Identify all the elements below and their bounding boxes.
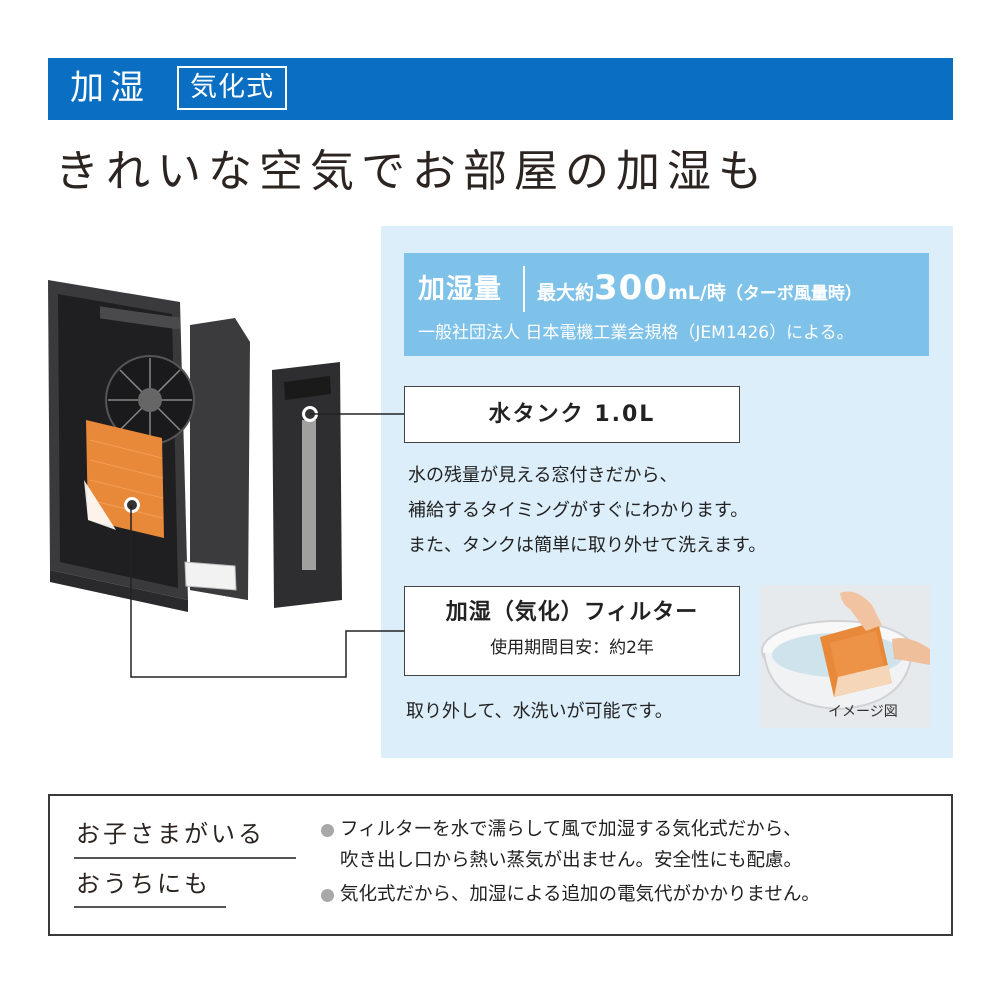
- method-badge: 気化式: [177, 66, 287, 110]
- tank-desc-line: 補給するタイミングがすぐにわかります。: [408, 500, 749, 521]
- image-caption: イメージ図: [828, 704, 898, 720]
- filter-lifespan: 使用期間目安：約2年: [490, 638, 654, 658]
- spec-label: 加湿量: [418, 274, 502, 305]
- bullet-dot-icon: [321, 889, 334, 902]
- heading-underline: [74, 857, 296, 859]
- spec-divider: [523, 266, 525, 312]
- spec-unit: mL/時: [668, 282, 726, 304]
- spec-standard-note: 一般社団法人 日本電機工業会規格（JEM1426）による。: [418, 323, 854, 343]
- spec-value: 最大約300mL/時（ターボ風量時）: [537, 262, 862, 320]
- spec-prefix: 最大約: [537, 282, 595, 304]
- bullet-text: 気化式だから、加湿による追加の電気代がかかりません。: [340, 884, 820, 905]
- filter-label-box: [404, 586, 740, 676]
- air-purifier-illustration: [48, 280, 342, 612]
- bullet-dot-icon: [321, 824, 334, 837]
- water-tank-label: 水タンク 1.0L: [488, 402, 656, 427]
- tank-desc-line: 水の残量が見える窓付きだから、: [408, 465, 678, 486]
- humidification-spec-box: [404, 253, 929, 356]
- spec-note: （ターボ風量時）: [725, 284, 862, 304]
- bullet-text: フィルターを水で濡らして風で加湿する気化式だから、: [340, 819, 802, 840]
- spec-number: 300: [594, 268, 668, 308]
- water-tank-description: 水の残量が見える窓付きだから、 補給するタイミングがすぐにわかります。 また、タ…: [408, 458, 766, 563]
- kids-heading-line1: お子さまがいる: [76, 820, 265, 848]
- filter-label: 加湿（気化）フィルター: [445, 600, 699, 625]
- filter-washing-image: [760, 585, 930, 728]
- water-tank-label-box: [404, 386, 740, 443]
- heading-underline: [74, 906, 226, 908]
- tank-desc-line: また、タンクは簡単に取り外せて洗えます。: [408, 535, 767, 556]
- bullet-text: 吹き出し口から熱い蒸気が出ません。安全性にも配慮。: [340, 850, 802, 871]
- kids-safety-box: [48, 794, 953, 936]
- filter-description: 取り外して、水洗いが可能です。: [406, 701, 673, 722]
- main-title: きれいな空気でお部屋の加湿も: [55, 146, 769, 197]
- section-title: 加湿: [70, 68, 150, 108]
- kids-heading-line2: おうちにも: [76, 870, 211, 898]
